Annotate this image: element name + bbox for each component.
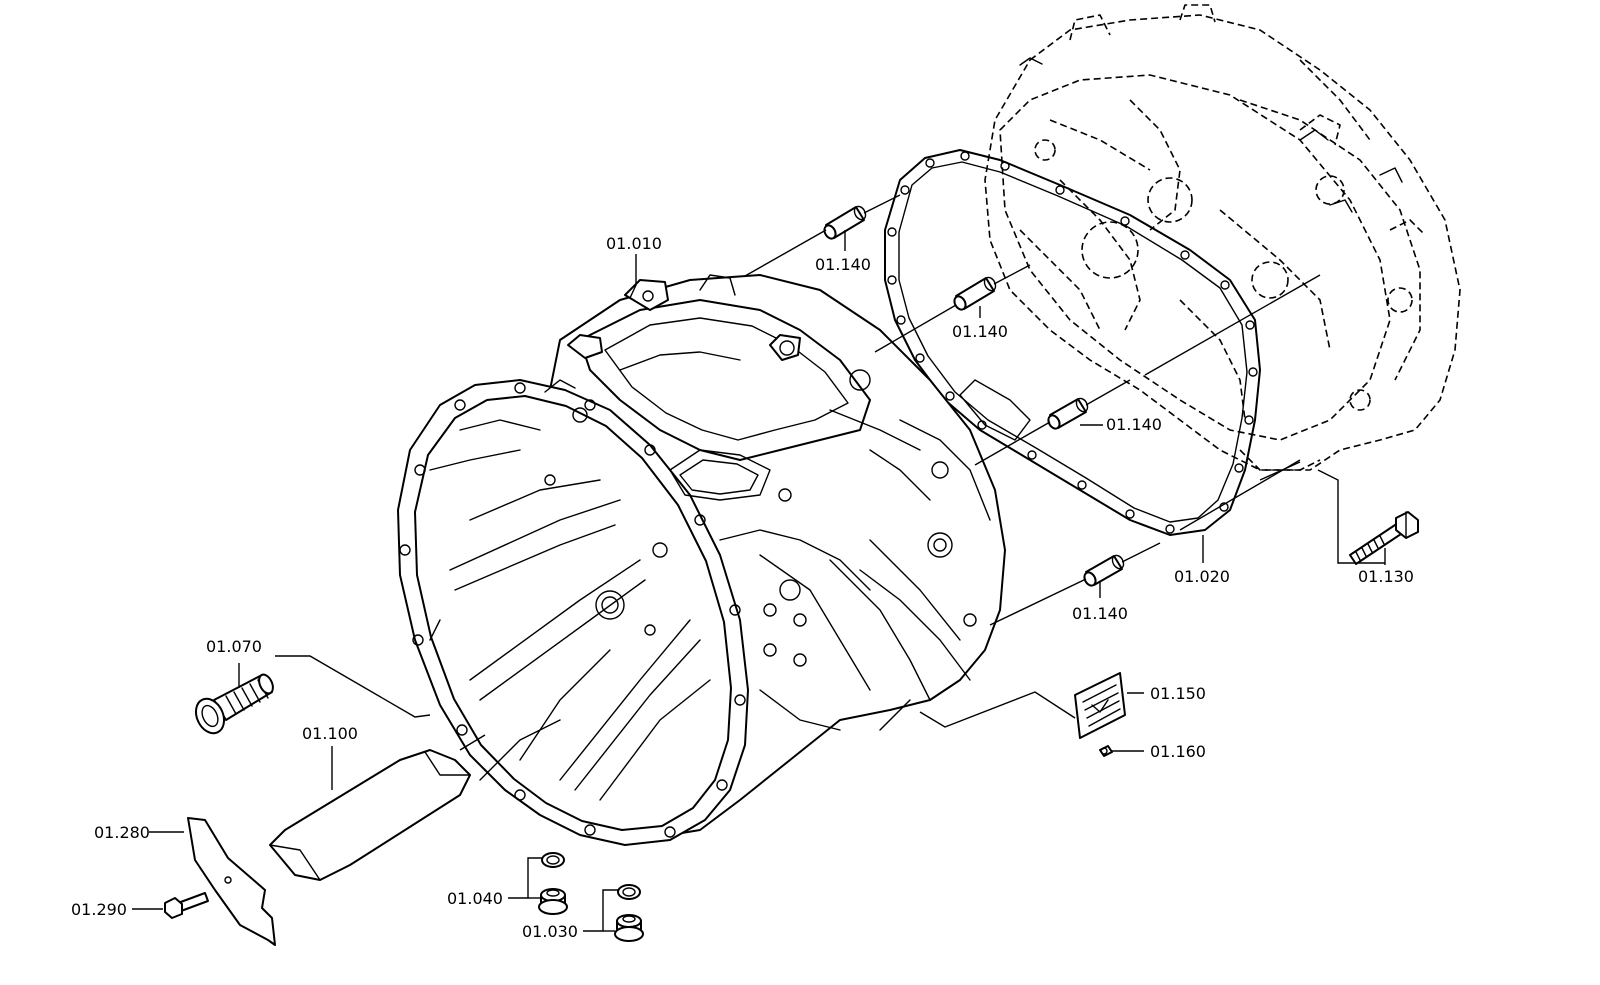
label-plate: 01.150 <box>1150 684 1206 703</box>
label-pin-1: 01.140 <box>815 255 871 274</box>
label-pin-3: 01.140 <box>1106 415 1162 434</box>
main-housing <box>397 274 1006 846</box>
label-gasket: 01.020 <box>1174 567 1230 586</box>
screw-plug-b <box>614 914 644 942</box>
breather <box>194 673 274 735</box>
screw <box>164 892 209 919</box>
nameplate <box>1074 672 1126 739</box>
label-rivet: 01.160 <box>1150 742 1206 761</box>
label-breather: 01.070 <box>206 637 262 656</box>
label-housing: 01.010 <box>606 234 662 253</box>
label-screw: 01.290 <box>71 900 127 919</box>
leader-lines <box>132 230 1386 932</box>
label-pin-4: 01.140 <box>1072 604 1128 623</box>
alignment-lines <box>744 194 1321 626</box>
screw-plug-a <box>538 888 568 915</box>
rivet <box>1099 745 1113 757</box>
dowel-pin-2 <box>953 276 997 311</box>
cover-plate <box>187 817 276 946</box>
dowel-pin-1 <box>823 205 867 240</box>
label-bag: 01.100 <box>302 724 358 743</box>
dowel-pin-4 <box>1083 554 1125 587</box>
bolt <box>1349 511 1419 565</box>
sealing-ring-b <box>617 884 641 900</box>
dowel-pin-3 <box>1047 397 1089 430</box>
label-bolt: 01.130 <box>1358 567 1414 586</box>
label-pin-2: 01.140 <box>952 322 1008 341</box>
label-plug-a: 01.030 <box>522 922 578 941</box>
label-ring-a: 01.040 <box>447 889 503 908</box>
label-cover: 01.280 <box>94 823 150 842</box>
sealing-ring-a <box>541 852 565 868</box>
desiccant-bag <box>269 749 471 881</box>
callout-labels: 01.010 01.140 01.140 01.140 01.140 01.02… <box>71 234 1414 941</box>
rear-housing-dashed <box>984 4 1461 471</box>
gasket <box>884 149 1261 536</box>
